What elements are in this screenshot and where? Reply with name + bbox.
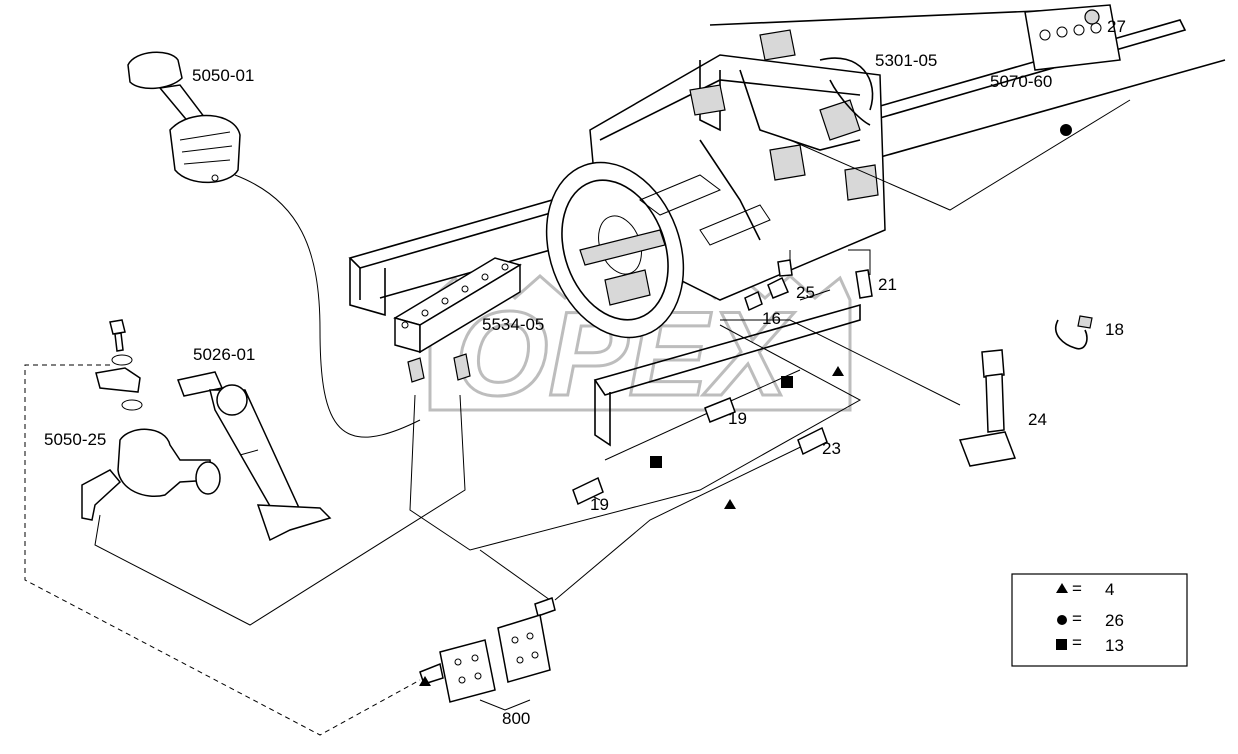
symbol-legend: = 4 = 26 = 13 bbox=[1011, 573, 1188, 667]
symbol-markers bbox=[419, 124, 1072, 686]
triangle-marker bbox=[419, 676, 431, 686]
part-labels: 5050-01 5301-05 5070-60 27 5534-05 5026-… bbox=[44, 17, 1126, 728]
label-21: 21 bbox=[878, 275, 897, 294]
triangle-marker bbox=[832, 366, 844, 376]
square-marker bbox=[781, 376, 793, 388]
label-5050-25: 5050-25 bbox=[44, 430, 106, 449]
label-19-upper: 19 bbox=[728, 409, 747, 428]
label-18: 18 bbox=[1105, 320, 1124, 339]
legend-triangle-icon bbox=[1056, 583, 1068, 593]
label-5534-05: 5534-05 bbox=[482, 315, 544, 334]
legend-circle-icon bbox=[1057, 615, 1067, 625]
label-5026-01: 5026-01 bbox=[193, 345, 255, 364]
gear-lever-5050-01 bbox=[127, 51, 241, 184]
legend-value: 26 bbox=[1105, 611, 1124, 630]
cable-18 bbox=[1055, 315, 1093, 350]
label-25: 25 bbox=[796, 283, 815, 302]
plate-800 bbox=[439, 614, 551, 711]
valve-block-5070-60 bbox=[1024, 4, 1121, 71]
label-24: 24 bbox=[1028, 410, 1047, 429]
gearbox-assembly bbox=[545, 29, 886, 339]
legend-value: 4 bbox=[1105, 580, 1114, 599]
label-27: 27 bbox=[1107, 17, 1126, 36]
triangle-marker bbox=[724, 499, 736, 509]
routing-lines bbox=[24, 99, 1131, 736]
legend-eq: = bbox=[1072, 633, 1082, 652]
label-23: 23 bbox=[822, 439, 841, 458]
circle-marker bbox=[1060, 124, 1072, 136]
legend-value: 13 bbox=[1105, 636, 1124, 655]
bracket-5534-05 bbox=[393, 257, 522, 383]
label-5050-01: 5050-01 bbox=[192, 66, 254, 85]
master-cylinder-5050-25 bbox=[81, 319, 221, 521]
clutch-pedal-5026-01 bbox=[176, 371, 332, 542]
label-16: 16 bbox=[762, 309, 781, 328]
label-5070-60: 5070-60 bbox=[990, 72, 1052, 91]
label-5301-05: 5301-05 bbox=[875, 51, 937, 70]
legend-eq: = bbox=[1072, 579, 1082, 598]
legend-square-icon bbox=[1056, 639, 1067, 650]
sensor-24 bbox=[958, 349, 1017, 467]
legend-box bbox=[1011, 573, 1188, 667]
square-marker bbox=[650, 456, 662, 468]
legend-eq: = bbox=[1072, 609, 1082, 628]
label-19-lower: 19 bbox=[590, 495, 609, 514]
label-800: 800 bbox=[502, 709, 530, 728]
